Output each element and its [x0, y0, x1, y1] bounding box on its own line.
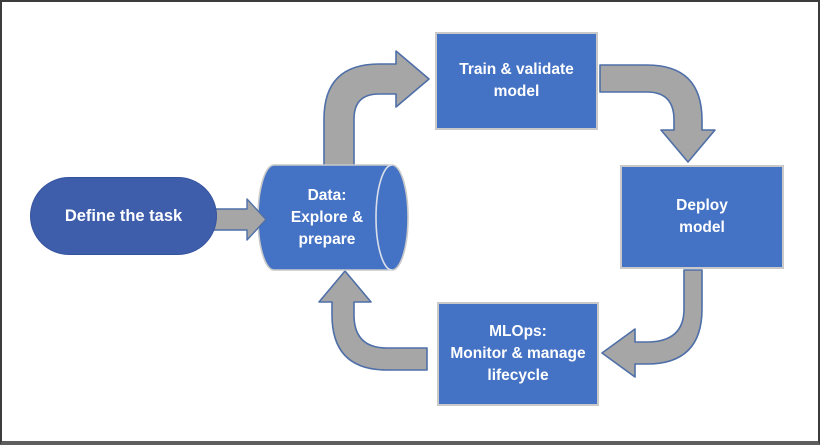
node-mlops-label: MLOps: Monitor & manage lifecycle [450, 323, 586, 384]
node-deploy-label: Deploy model [676, 197, 728, 236]
arrow-mlops-to-data [318, 270, 428, 371]
node-mlops: MLOps: Monitor & manage lifecycle [437, 302, 599, 406]
node-define-task: Define the task [30, 177, 217, 255]
arrow-data-to-train [323, 50, 430, 173]
striped-arrow-body [213, 198, 267, 241]
node-define-task-label: Define the task [64, 206, 183, 225]
node-train-validate: Train & validate model [435, 32, 598, 130]
node-data-label: Data: Explore & prepare [290, 187, 364, 248]
arrow-train-to-deploy [599, 64, 716, 163]
arrow-deploy-to-mlops [601, 269, 703, 378]
cylinder-cap-arc [375, 164, 393, 271]
node-train-validate-label: Train & validate model [459, 61, 574, 100]
node-deploy: Deploy model [620, 165, 784, 269]
